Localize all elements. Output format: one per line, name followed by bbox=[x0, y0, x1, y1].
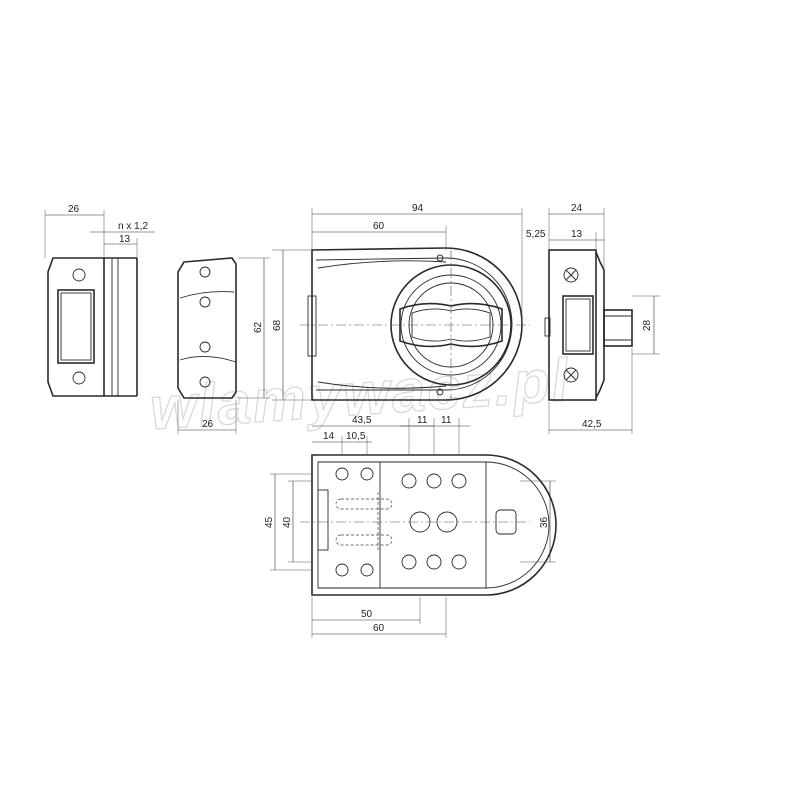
dim-side-total: 42,5 bbox=[582, 419, 602, 430]
strike-side-dimensions: 26 62 bbox=[177, 257, 270, 434]
dim-half-length: 60 bbox=[373, 221, 385, 232]
dim-bolt-height: 28 bbox=[642, 319, 653, 331]
dim-hole-x-43-5: 43,5 bbox=[352, 415, 372, 426]
dim-side-inner-13: 13 bbox=[571, 229, 583, 240]
back-plate-view bbox=[300, 454, 557, 596]
dim-base-50: 50 bbox=[361, 609, 373, 620]
dim-offset: 5,25 bbox=[526, 229, 546, 240]
dim-hole-x-10-5: 10,5 bbox=[346, 431, 366, 442]
dim-height-40: 40 bbox=[282, 516, 293, 528]
dim-width-36: 36 bbox=[539, 516, 550, 528]
lock-side-dimensions: 24 5,25 13 28 42,5 bbox=[526, 203, 660, 434]
strike-plate-front-view bbox=[47, 257, 138, 397]
dim-body-height-68: 68 bbox=[272, 319, 283, 331]
strike-side-view bbox=[177, 257, 237, 399]
dim-n-spacer: n x 1,2 bbox=[118, 221, 148, 232]
dim-side-depth-24: 24 bbox=[571, 203, 583, 214]
dim-strike-depth: 13 bbox=[119, 234, 131, 245]
lock-body-front-view bbox=[300, 247, 530, 401]
dim-strike-side-width: 26 bbox=[202, 419, 214, 430]
dim-pitch-11-a: 11 bbox=[417, 415, 428, 426]
dim-base-60: 60 bbox=[373, 623, 385, 634]
dim-overall-length: 94 bbox=[412, 203, 424, 214]
lock-body-dimensions: 94 60 68 bbox=[272, 203, 523, 401]
dim-side-height-62: 62 bbox=[253, 321, 264, 333]
back-plate-dimensions: 43,5 11 11 14 10,5 45 40 36 50 60 bbox=[264, 415, 556, 638]
dim-pitch-11-b: 11 bbox=[441, 415, 452, 426]
dim-height-45: 45 bbox=[264, 516, 275, 528]
lock-side-view bbox=[544, 249, 633, 401]
dim-strike-width: 26 bbox=[68, 204, 80, 215]
dim-hole-x-14: 14 bbox=[323, 431, 335, 442]
strike-dimensions: 26 n x 1,2 13 bbox=[44, 204, 155, 258]
